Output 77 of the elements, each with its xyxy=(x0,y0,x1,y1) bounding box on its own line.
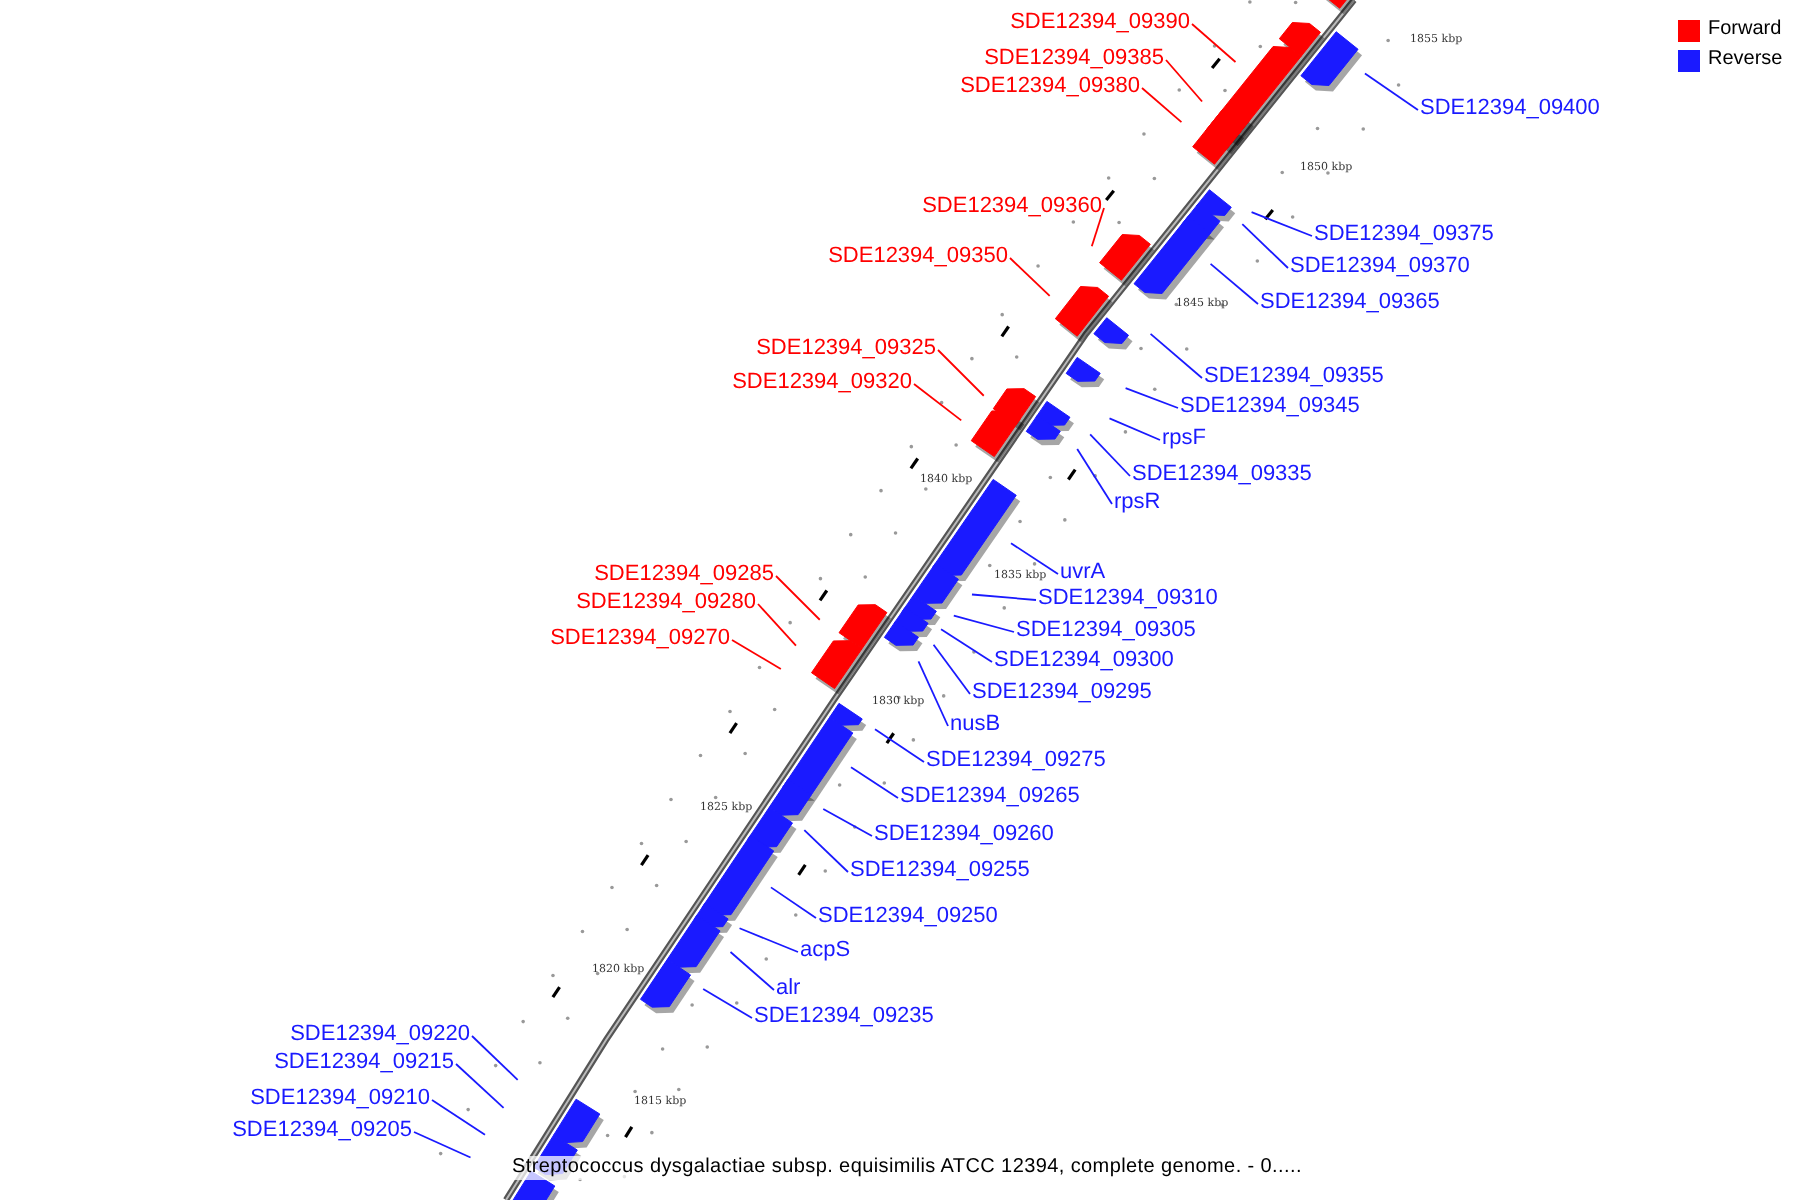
leader-line xyxy=(413,1131,472,1159)
gene-label: SDE12394_09335 xyxy=(1132,462,1312,488)
gene-label: SDE12394_09375 xyxy=(1314,222,1494,248)
gene-label: SDE12394_09365 xyxy=(1260,290,1440,316)
leader-line xyxy=(913,383,963,422)
gene-label: SDE12394_09300 xyxy=(994,648,1174,674)
gene-label: SDE12394_09385 xyxy=(984,46,1164,72)
leader-line xyxy=(940,628,993,663)
gene-label: SDE12394_09325 xyxy=(756,336,936,362)
leader-line xyxy=(729,951,775,991)
leader-line xyxy=(1090,207,1105,248)
gene-label: SDE12394_09220 xyxy=(290,1022,470,1048)
gene-label: SDE12394_09380 xyxy=(960,74,1140,100)
leader-line xyxy=(1076,448,1113,505)
leader-line xyxy=(770,886,817,919)
gene-label: SDE12394_09350 xyxy=(828,244,1008,270)
leader-line xyxy=(702,988,753,1019)
gene-label: SDE12394_09260 xyxy=(874,822,1054,848)
gene-label: acpS xyxy=(800,938,851,964)
leader-line xyxy=(455,1063,505,1109)
leader-line xyxy=(1009,257,1051,297)
leader-line xyxy=(917,660,949,727)
gene-label: SDE12394_09275 xyxy=(926,748,1106,774)
leader-line xyxy=(971,593,1037,601)
leader-line xyxy=(1141,87,1183,123)
leader-line xyxy=(1089,433,1131,477)
leader-line xyxy=(1124,387,1179,409)
leader-line xyxy=(937,349,985,397)
gene-label: SDE12394_09270 xyxy=(550,626,730,652)
leader-line xyxy=(757,603,797,647)
gene-label: SDE12394_09265 xyxy=(900,784,1080,810)
gene-label: uvrA xyxy=(1060,560,1106,586)
gene-label: SDE12394_09310 xyxy=(1038,586,1218,612)
gene-label: SDE12394_09285 xyxy=(594,562,774,588)
leader-line xyxy=(738,927,799,953)
gene-label: SDE12394_09205 xyxy=(232,1118,412,1144)
leader-line xyxy=(1364,72,1419,111)
gene-label: SDE12394_09305 xyxy=(1016,618,1196,644)
leader-line xyxy=(471,1035,519,1081)
leader-line xyxy=(850,766,899,799)
gene-label: rpsF xyxy=(1162,426,1206,452)
gene-label: SDE12394_09400 xyxy=(1420,96,1600,122)
gene-label: SDE12394_09280 xyxy=(576,590,756,616)
gene-label: SDE12394_09215 xyxy=(274,1050,454,1076)
gene-label: SDE12394_09250 xyxy=(818,904,998,930)
gene-label: nusB xyxy=(950,712,1001,738)
leader-line xyxy=(1250,211,1313,237)
gene-label: SDE12394_09320 xyxy=(732,370,912,396)
leader-line xyxy=(822,808,873,837)
gene-label: rpsR xyxy=(1114,490,1161,516)
gene-label: SDE12394_09360 xyxy=(922,194,1102,220)
leader-line xyxy=(731,639,782,670)
gene-label: SDE12394_09355 xyxy=(1204,364,1384,390)
leader-line xyxy=(1241,223,1289,269)
leader-line xyxy=(775,575,821,621)
gene-label: SDE12394_09345 xyxy=(1180,394,1360,420)
leader-line xyxy=(1165,59,1203,103)
caption: Streptococcus dysgalactiae subsp. equisimilis ATCC 12394, complete genome. - 0..... xyxy=(512,1156,1302,1180)
leader-line xyxy=(431,1099,486,1136)
leader-line xyxy=(1149,333,1203,379)
leader-line xyxy=(952,614,1015,633)
legend-label: Forward xyxy=(1708,18,1782,42)
leader-line xyxy=(1191,23,1237,63)
gene-label: SDE12394_09255 xyxy=(850,858,1030,884)
gene-label: alr xyxy=(776,976,801,1002)
gene-label: SDE12394_09210 xyxy=(250,1086,430,1112)
leader-line xyxy=(1108,417,1161,441)
gene-label: SDE12394_09235 xyxy=(754,1004,934,1030)
leader-line xyxy=(1010,542,1059,575)
leader-line xyxy=(932,643,971,695)
leader-line xyxy=(874,728,925,763)
leader-line xyxy=(803,829,849,873)
gene-label: SDE12394_09295 xyxy=(972,680,1152,706)
gene-label: SDE12394_09370 xyxy=(1290,254,1470,280)
gene-label: SDE12394_09390 xyxy=(1010,10,1190,36)
leader-line xyxy=(1209,263,1259,305)
legend-label: Reverse xyxy=(1708,48,1783,72)
